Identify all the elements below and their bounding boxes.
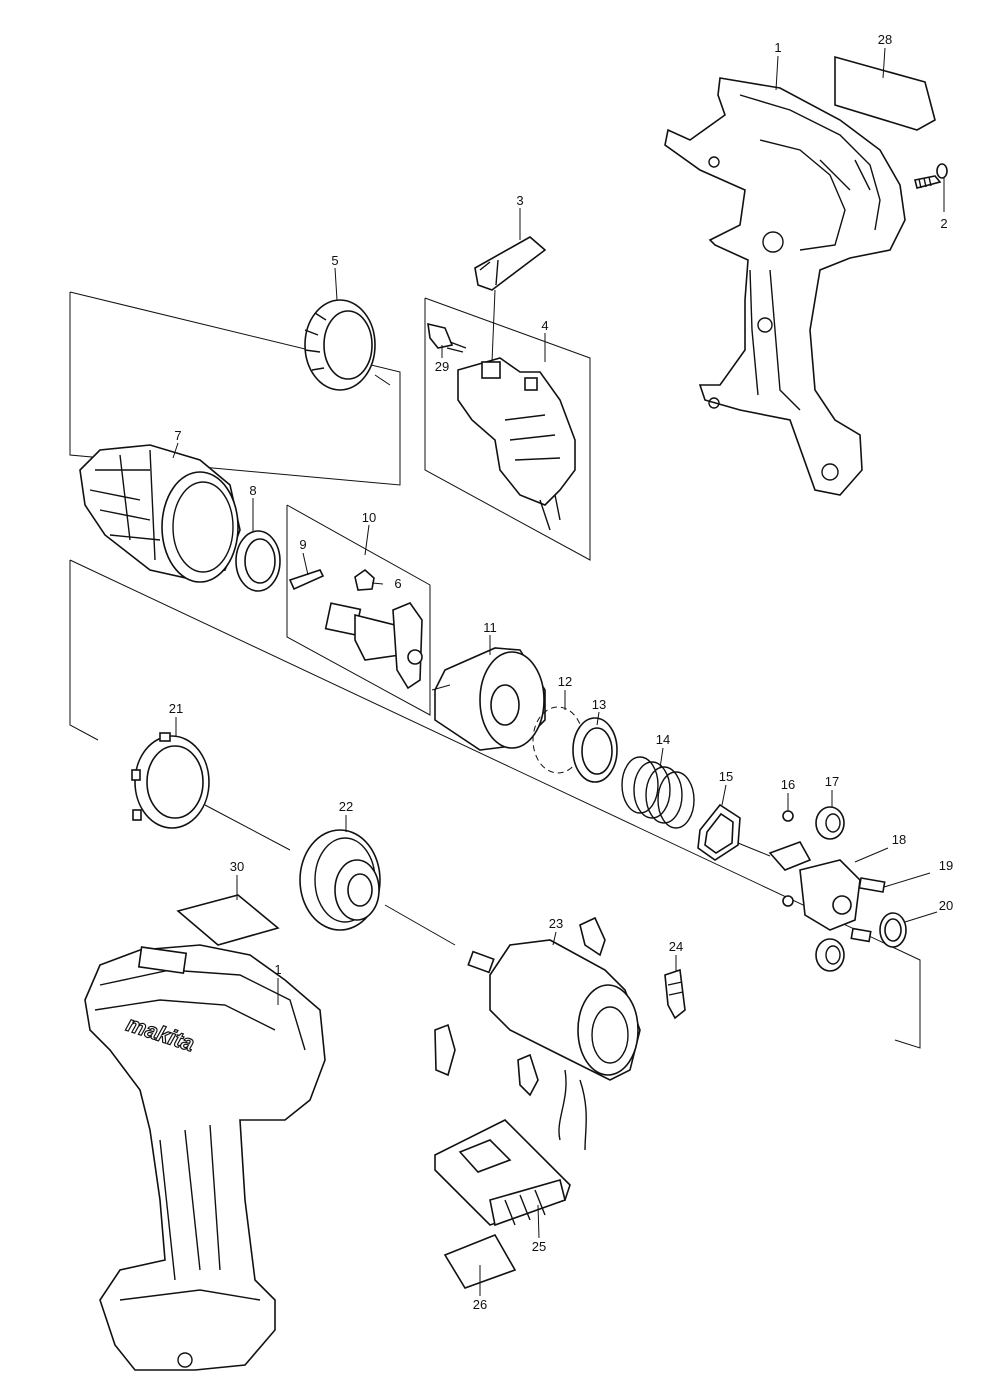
callout-29: 29	[435, 359, 449, 374]
pin	[288, 569, 325, 591]
carbon-brush	[664, 968, 686, 1020]
callout-8: 8	[249, 483, 256, 498]
callout-1-bottom: 1	[274, 962, 281, 977]
steel-ball-16	[782, 810, 794, 907]
switch-lever	[474, 236, 547, 291]
callout-13: 13	[592, 697, 606, 712]
callout-22: 22	[339, 799, 353, 814]
internal-gear	[131, 732, 210, 829]
callout-16: 16	[781, 777, 795, 792]
callout-4: 4	[541, 318, 548, 333]
callout-labels: 1 28 2 3 4 29 5 7 8 10 9 6 11 12 13 14 1…	[169, 32, 953, 1312]
callout-30: 30	[230, 859, 244, 874]
spindle	[768, 841, 861, 931]
callout-11: 11	[483, 620, 497, 635]
callout-19: 19	[939, 858, 953, 873]
o-ring	[879, 912, 907, 948]
housing-half-left: makita	[84, 944, 326, 1371]
assembly-frames	[69, 291, 921, 1049]
ring-knob	[304, 299, 376, 391]
callout-26: 26	[473, 1297, 487, 1312]
callout-25: 25	[532, 1239, 546, 1254]
bearing-retainer	[299, 829, 381, 931]
callout-18: 18	[892, 832, 906, 847]
brush-holders	[434, 916, 606, 1097]
controller	[434, 1119, 571, 1227]
flat-washer	[572, 717, 618, 783]
planet-gear	[815, 806, 845, 972]
callout-14: 14	[656, 732, 670, 747]
compression-spring	[621, 756, 695, 829]
spring-washer	[697, 803, 741, 861]
label-sheet-30	[176, 894, 280, 946]
callout-1-top: 1	[774, 40, 781, 55]
led	[427, 322, 467, 353]
callout-28: 28	[878, 32, 892, 47]
callout-2: 2	[940, 216, 947, 231]
washer-8	[235, 530, 281, 592]
label-sheet-26	[443, 1233, 517, 1289]
housing-half-right	[664, 77, 906, 496]
screw	[914, 163, 948, 189]
hammer-case	[79, 444, 241, 583]
callout-5: 5	[331, 253, 338, 268]
callout-10: 10	[362, 510, 376, 525]
callout-23: 23	[549, 916, 563, 931]
label-plate	[834, 55, 936, 131]
callout-24: 24	[669, 939, 683, 954]
hammer	[434, 647, 546, 751]
steel-ball	[354, 568, 375, 591]
callout-17: 17	[825, 774, 839, 789]
leader-lines	[172, 47, 945, 1296]
pins	[850, 877, 886, 943]
callout-20: 20	[939, 898, 953, 913]
motor	[467, 939, 641, 1151]
callout-7: 7	[174, 428, 181, 443]
callout-21: 21	[169, 701, 183, 716]
callout-9: 9	[299, 537, 306, 552]
callout-12: 12	[558, 674, 572, 689]
callout-15: 15	[719, 769, 733, 784]
callout-3: 3	[516, 193, 523, 208]
callout-6: 6	[394, 576, 401, 591]
anvil	[324, 602, 423, 690]
switch-assembly	[457, 357, 576, 531]
